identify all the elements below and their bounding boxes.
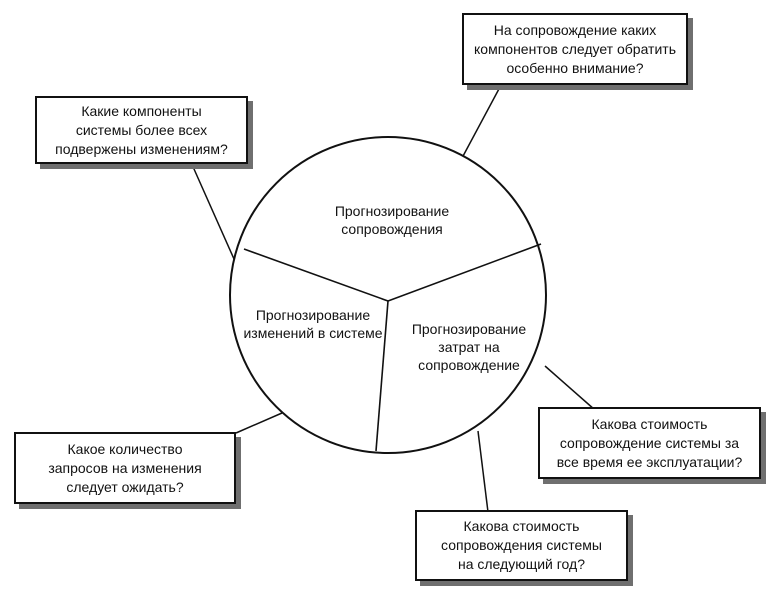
question-lifetime-maintenance-cost: Какова стоимость сопровождение системы з… — [538, 407, 761, 479]
segment-divider-right — [387, 243, 542, 302]
question-next-year-maintenance-cost: Какова стоимость сопровождения системы н… — [415, 510, 628, 581]
connector-components-special-attention — [461, 86, 501, 159]
question-change-requests-expected: Какое количество запросов на изменения с… — [14, 432, 236, 504]
segment-label-maintenance-forecast: Прогнозирование сопровождения — [334, 203, 450, 237]
connector-change-requests — [235, 412, 283, 434]
question-components-most-changed: Какие компоненты системы более всех подв… — [35, 96, 248, 164]
segment-divider-left — [243, 248, 389, 302]
connector-lifetime-cost — [544, 365, 596, 411]
connector-components-most-changed — [189, 159, 239, 269]
question-components-special-attention: На сопровождение каких компонентов следу… — [462, 13, 688, 85]
forecast-circle — [229, 136, 547, 454]
segment-divider-bottom — [375, 300, 389, 452]
segment-label-system-change-forecast: Прогнозирование изменений в системе — [243, 307, 383, 341]
connector-next-year-cost — [477, 430, 489, 513]
segment-label-maintenance-cost-forecast: Прогнозирование затрат на сопровождение — [411, 321, 527, 373]
